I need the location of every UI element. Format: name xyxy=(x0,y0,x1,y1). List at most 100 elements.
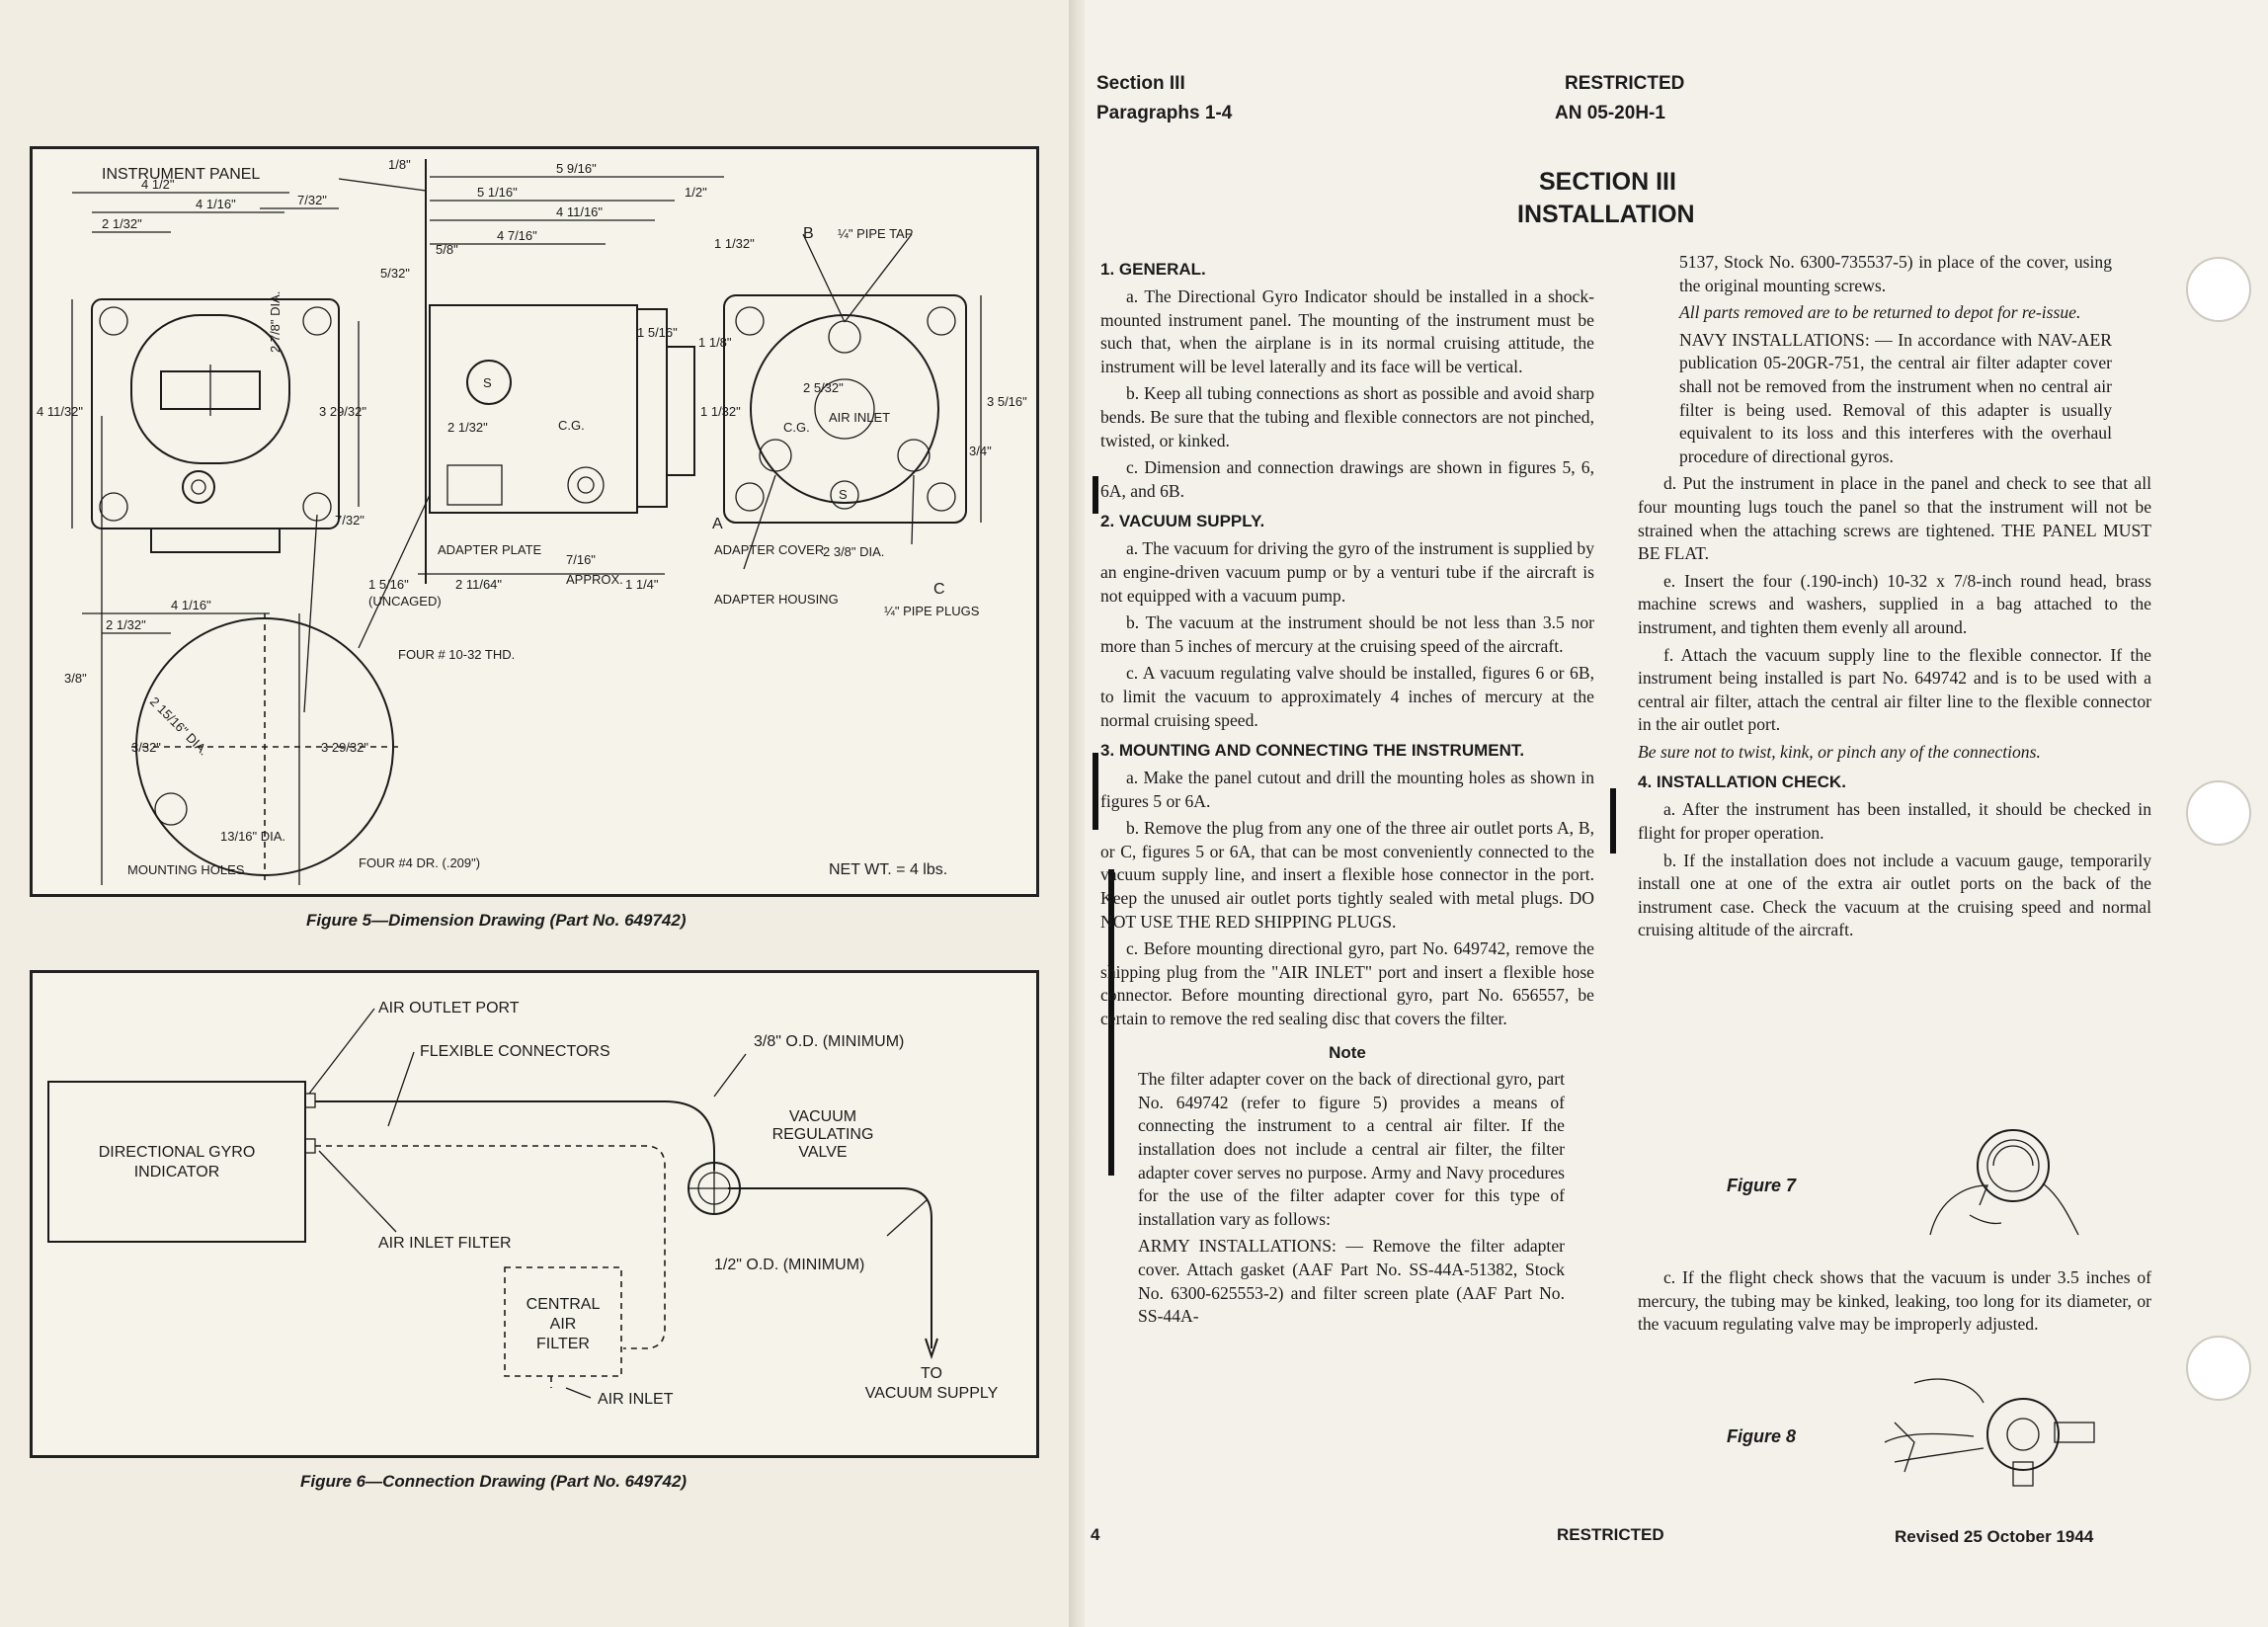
side-view-case xyxy=(429,304,638,514)
svg-text:4 1/2": 4 1/2" xyxy=(141,177,175,192)
label-four-dr: FOUR #4 DR. (.209") xyxy=(359,855,480,870)
svg-text:7/16": 7/16" xyxy=(566,552,596,567)
figure-8-label: Figure 8 xyxy=(1727,1426,1797,1446)
svg-text:4 7/16": 4 7/16" xyxy=(497,228,537,243)
svg-text:4 1/16": 4 1/16" xyxy=(171,598,211,612)
svg-text:3/32": 3/32" xyxy=(131,740,161,755)
figure-7-label: Figure 7 xyxy=(1727,1176,1797,1195)
svg-text:7/32": 7/32" xyxy=(297,193,327,207)
svg-text:5 9/16": 5 9/16" xyxy=(556,161,597,176)
svg-text:1 1/32": 1 1/32" xyxy=(700,404,741,419)
note-block: The filter adapter cover on the back of … xyxy=(1138,1069,1565,1327)
svg-text:1 1/8": 1 1/8" xyxy=(698,335,732,350)
binder-hole xyxy=(2186,1336,2251,1401)
label-four-thd: FOUR # 10-32 THD. xyxy=(398,647,515,662)
label-pipe-tap: ¼" PIPE TAP xyxy=(838,226,913,241)
text-column-1: 1. GENERAL. a. The Directional Gyro Indi… xyxy=(1100,251,1594,1333)
front-view-bezel xyxy=(130,314,290,464)
label-port-a: A xyxy=(712,516,723,532)
indicator-box xyxy=(47,1081,306,1243)
svg-text:2 5/32": 2 5/32" xyxy=(803,380,844,395)
svg-text:S: S xyxy=(839,487,848,502)
connection-drawing-svg: AIR OUTLET PORT FLEXIBLE CONNECTORS 3/8"… xyxy=(47,1000,999,1408)
svg-text:7/32": 7/32" xyxy=(335,513,364,528)
svg-text:2 11/64": 2 11/64" xyxy=(455,577,502,592)
label-port-c: C xyxy=(933,581,945,598)
side-view-s-circle xyxy=(466,360,512,405)
port-c xyxy=(897,439,931,472)
vacuum-line-lower xyxy=(728,1187,932,1348)
text-column-2: 5137, Stock No. 6300-735537-5) in place … xyxy=(1638,252,2151,940)
right-page: Section III Paragraphs 1-4 RESTRICTED AN… xyxy=(1085,0,2268,1627)
label-cg-rear: C.G. xyxy=(783,420,810,435)
indicator-label-line1: DIRECTIONAL GYRO xyxy=(99,1144,256,1161)
text-column-2-lower: c. If the flight check shows that the va… xyxy=(1638,1267,2151,1335)
binder-hole xyxy=(2186,257,2251,322)
svg-text:3/8": 3/8" xyxy=(64,671,87,686)
section-subtitle: INSTALLATION xyxy=(1517,201,1695,228)
header-paragraphs: Paragraphs 1-4 xyxy=(1096,103,1233,123)
label-flexible-connectors: FLEXIBLE CONNECTORS xyxy=(420,1043,610,1060)
label-air-outlet-port: AIR OUTLET PORT xyxy=(378,1000,520,1017)
caging-knob xyxy=(182,470,215,504)
figure-6-connection-drawing: AIR OUTLET PORT FLEXIBLE CONNECTORS 3/8"… xyxy=(30,970,1039,1458)
svg-text:3/4": 3/4" xyxy=(969,444,992,458)
svg-text:3 29/32": 3 29/32" xyxy=(319,404,366,419)
label-cg-side: C.G. xyxy=(558,418,585,433)
figure-5-caption: Figure 5—Dimension Drawing (Part No. 649… xyxy=(306,911,687,930)
change-bar xyxy=(1093,476,1098,514)
svg-text:2 1/32": 2 1/32" xyxy=(102,216,142,231)
svg-text:3 29/32": 3 29/32" xyxy=(321,740,368,755)
figure-7-gauge-illustration xyxy=(1929,1129,2079,1236)
label-pipe-plugs: ¼" PIPE PLUGS xyxy=(884,604,980,618)
svg-text:2 7/8" DIA.: 2 7/8" DIA. xyxy=(268,291,283,353)
valve-label-line1: VACUUM xyxy=(789,1108,856,1125)
label-net-weight: NET WT. = 4 lbs. xyxy=(829,861,947,878)
svg-text:1 1/4": 1 1/4" xyxy=(625,577,659,592)
label-uncaged: (UNCAGED) xyxy=(368,594,442,609)
header-doc-number: AN 05-20H-1 xyxy=(1555,103,1665,123)
vacuum-line-upper xyxy=(315,1100,715,1171)
indicator-label-line2: INDICATOR xyxy=(134,1164,220,1180)
svg-text:5/8": 5/8" xyxy=(436,242,458,257)
label-instrument-panel: INSTRUMENT PANEL xyxy=(102,166,260,183)
left-page: INSTRUMENT PANEL 4 1/2" 4 1/16" 2 1/32" … xyxy=(0,0,1085,1627)
label-dia-small: 13/16" DIA. xyxy=(220,829,285,844)
to-label: TO xyxy=(921,1365,942,1382)
rear-view-adapter xyxy=(750,314,939,504)
air-inlet-line xyxy=(315,1145,666,1349)
svg-text:S: S xyxy=(483,375,492,390)
svg-text:APPROX.: APPROX. xyxy=(566,572,623,587)
label-adapter-plate: ADAPTER PLATE xyxy=(438,542,542,557)
heading-vacuum-supply: 2. VACUUM SUPPLY. xyxy=(1100,512,1265,531)
label-port-b: B xyxy=(803,225,814,242)
port-b xyxy=(828,320,861,354)
port-a xyxy=(759,439,792,472)
footer-restricted: RESTRICTED xyxy=(1557,1525,1664,1544)
central-air-filter xyxy=(504,1266,622,1377)
svg-text:4 1/16": 4 1/16" xyxy=(196,197,236,211)
svg-text:2 1/32": 2 1/32" xyxy=(106,617,146,632)
label-od-3-8: 3/8" O.D. (MINIMUM) xyxy=(754,1033,904,1050)
mounting-hole xyxy=(154,792,188,826)
heading-installation-check: 4. INSTALLATION CHECK. xyxy=(1638,773,1846,792)
change-bar xyxy=(1093,753,1098,830)
change-bar xyxy=(1610,788,1616,854)
label-mounting-holes: MOUNTING HOLES xyxy=(127,862,245,877)
figure-5-dimension-drawing: INSTRUMENT PANEL 4 1/2" 4 1/16" 2 1/32" … xyxy=(30,146,1039,897)
note-title: Note xyxy=(1329,1042,1366,1062)
label-air-inlet-filter: AIR INLET FILTER xyxy=(378,1235,512,1252)
page-number: 4 xyxy=(1091,1525,1100,1544)
rear-view-case xyxy=(723,294,967,524)
filter-label-line2: AIR xyxy=(550,1316,577,1333)
header-section: Section III xyxy=(1096,73,1185,94)
svg-text:2 1/32": 2 1/32" xyxy=(447,420,488,435)
front-view-case xyxy=(91,298,340,529)
label-adapter-cover: ADAPTER COVER xyxy=(714,542,824,557)
header-restricted: RESTRICTED xyxy=(1565,73,1685,94)
svg-text:3 5/16": 3 5/16" xyxy=(987,394,1027,409)
svg-text:1 5/16": 1 5/16" xyxy=(368,577,409,592)
change-bar xyxy=(1108,869,1114,1176)
figure-8-valve-illustration xyxy=(1884,1378,2095,1487)
svg-text:1/2": 1/2" xyxy=(685,185,707,200)
